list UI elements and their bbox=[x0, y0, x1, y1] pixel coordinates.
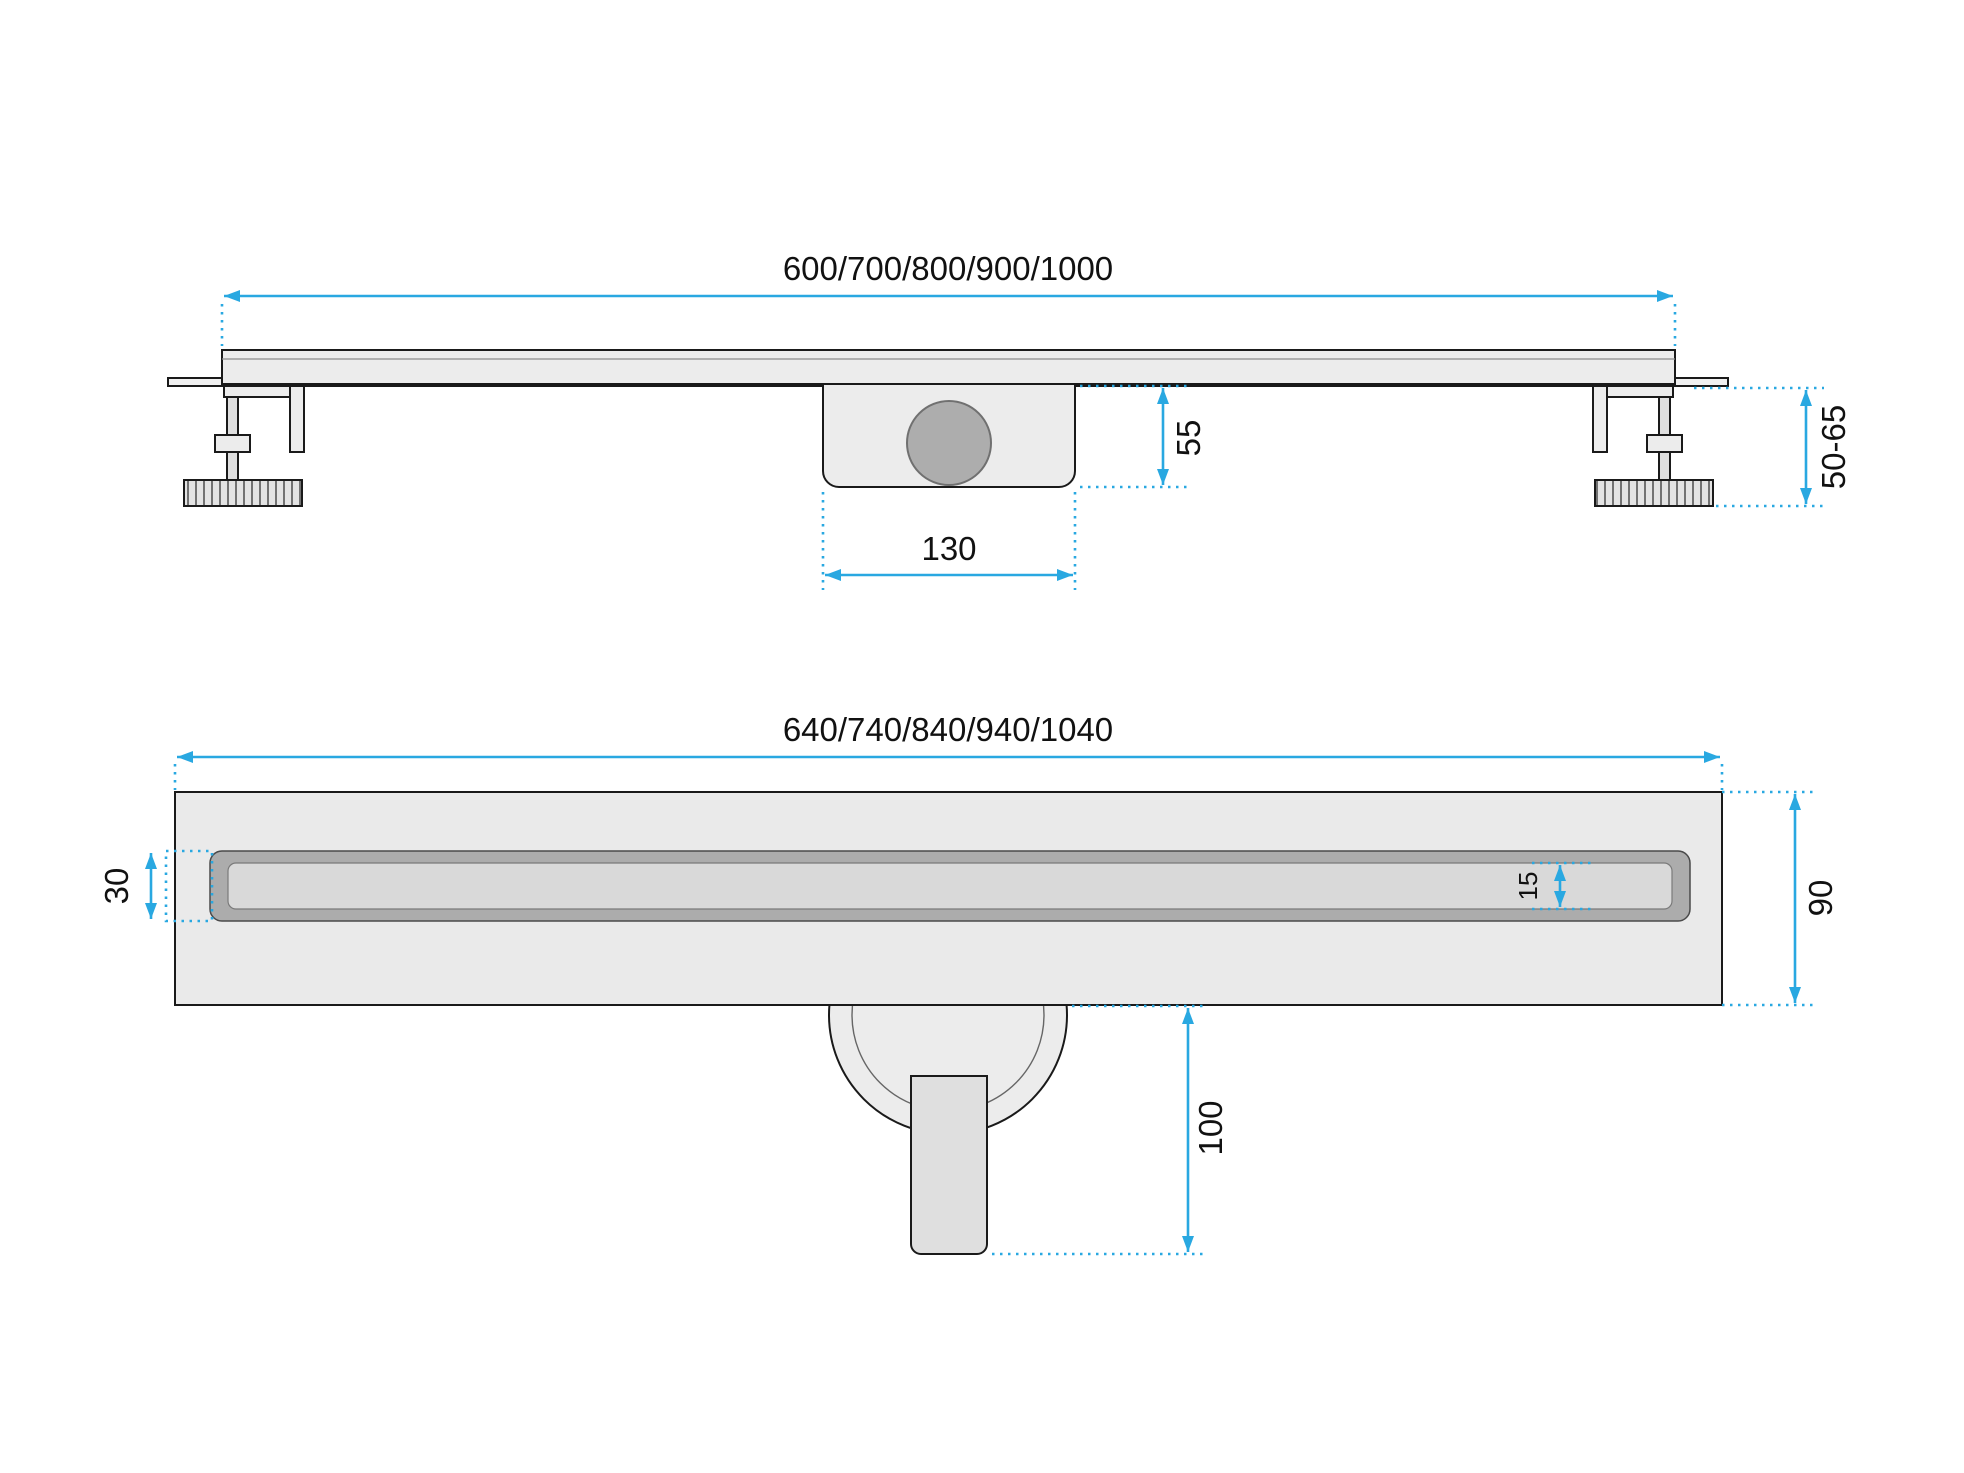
plan-view: 640/740/840/940/1040 30 15 90 100 bbox=[98, 711, 1839, 1256]
adjustable-foot-right bbox=[1592, 385, 1714, 507]
foot-nut bbox=[1646, 434, 1683, 453]
foot-nut bbox=[214, 434, 251, 453]
plan-length-label: 640/740/840/940/1040 bbox=[783, 711, 1113, 748]
foot-bracket-vertical bbox=[1592, 385, 1608, 453]
body-width-label: 90 bbox=[1802, 880, 1839, 917]
slot-end-hidden-outline bbox=[164, 849, 214, 923]
feet-height-label: 50-65 bbox=[1815, 405, 1852, 489]
outlet-pipe bbox=[910, 1075, 988, 1255]
foot-bracket-vertical bbox=[289, 385, 305, 453]
drain-outlet-circle bbox=[906, 400, 992, 486]
slot-width-label: 30 bbox=[98, 868, 135, 905]
grate-slot-label: 15 bbox=[1513, 872, 1543, 901]
trap-depth-label: 55 bbox=[1170, 420, 1207, 457]
channel-body-side bbox=[221, 349, 1676, 385]
adjustable-foot-left bbox=[183, 385, 305, 507]
foot-pad bbox=[183, 479, 303, 507]
side-length-label: 600/700/800/900/1000 bbox=[783, 250, 1113, 287]
foot-pad bbox=[1594, 479, 1714, 507]
trap-width-label: 130 bbox=[921, 530, 976, 567]
grate-slot-inner bbox=[227, 862, 1673, 910]
side-view: 600/700/800/900/1000 bbox=[167, 250, 1852, 590]
outlet-length-label: 100 bbox=[1192, 1100, 1229, 1155]
